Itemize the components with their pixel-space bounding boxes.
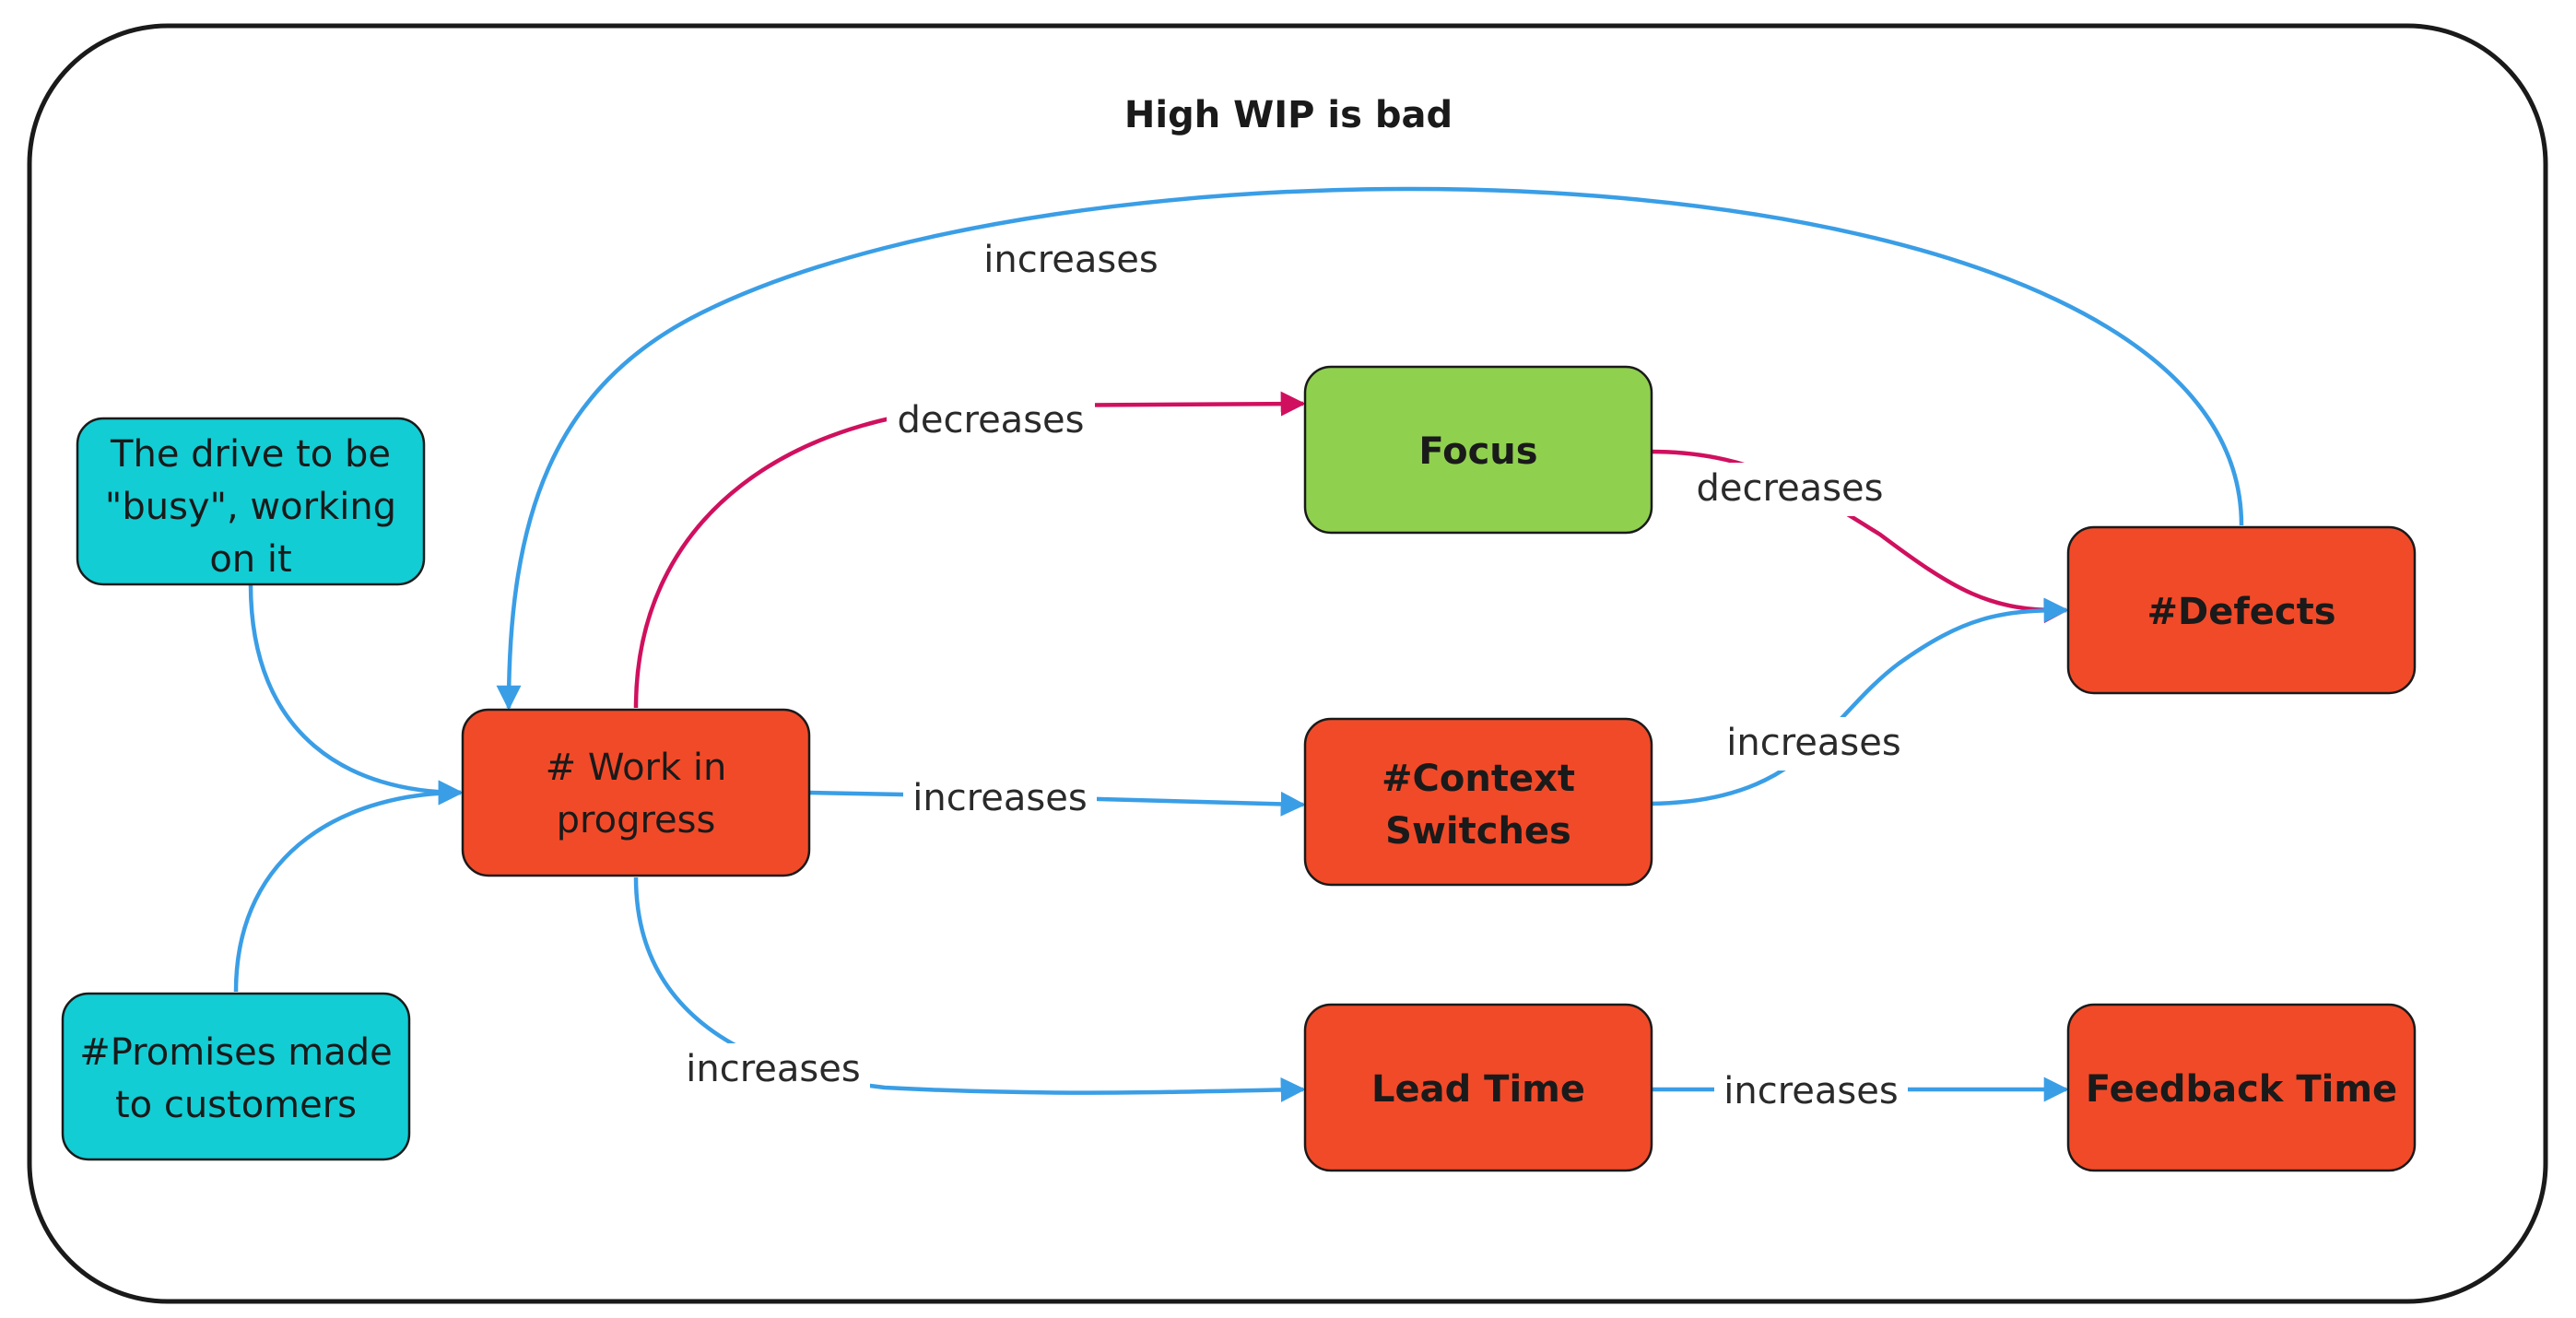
edge-label-leadtime-feedback: increases — [1714, 1065, 1908, 1119]
edge-label-wip-focus: decreases — [887, 394, 1095, 448]
node-label: Lead Time — [1371, 1068, 1585, 1111]
node-label: # Work in — [546, 747, 727, 789]
node-label: Switches — [1385, 810, 1571, 853]
edge-context-to-defects — [1649, 597, 2069, 806]
edge-focus-to-defects — [1649, 449, 2069, 624]
node-label: "busy", working — [105, 486, 396, 528]
node-focus[interactable]: Focus — [1303, 365, 1653, 535]
node-drive-to-be-busy[interactable]: The drive to be "busy", working on it — [76, 417, 426, 586]
node-label: on it — [209, 538, 291, 581]
node-label: to customers — [115, 1084, 357, 1126]
edge-label-text: increases — [912, 777, 1087, 819]
node-work-in-progress[interactable]: # Work in progress — [461, 708, 811, 877]
edge-label-defects-wip: increases — [975, 234, 1169, 288]
node-promises-to-customers[interactable]: #Promises made to customers — [61, 992, 411, 1161]
node-lead-time[interactable]: Lead Time — [1303, 1003, 1653, 1172]
edge-label-text: increases — [1723, 1070, 1898, 1112]
node-context-switches[interactable]: #Context Switches — [1303, 717, 1653, 887]
edge-drive-to-wip — [248, 583, 464, 806]
diagram-title: High WIP is bad — [1124, 94, 1453, 136]
edge-defects-to-wip — [496, 186, 2244, 711]
edge-label-text: decreases — [1697, 467, 1884, 510]
node-label: Feedback Time — [2086, 1068, 2397, 1111]
edge-label-text: increases — [686, 1048, 860, 1090]
edge-label-text: increases — [983, 239, 1158, 281]
edge-label-context-defects: increases — [1718, 717, 1911, 771]
edge-label-wip-leadtime: increases — [676, 1043, 870, 1097]
node-label: The drive to be — [110, 433, 391, 476]
edge-promises-to-wip — [233, 780, 464, 993]
node-defects[interactable]: #Defects — [2066, 525, 2417, 695]
edge-wip-to-leadtime — [633, 877, 1306, 1102]
edge-label-text: decreases — [898, 399, 1085, 441]
node-label: #Defects — [2147, 591, 2335, 633]
edge-label-wip-context: increases — [903, 772, 1097, 826]
edge-label-focus-defects: decreases — [1687, 463, 1895, 516]
edge-label-text: increases — [1726, 722, 1900, 764]
node-label: #Promises made — [79, 1031, 393, 1074]
node-feedback-time[interactable]: Feedback Time — [2066, 1003, 2417, 1172]
node-label: progress — [557, 799, 716, 841]
diagram-frame — [27, 23, 2548, 1304]
node-label: #Context — [1382, 758, 1575, 800]
node-label: Focus — [1418, 430, 1537, 473]
